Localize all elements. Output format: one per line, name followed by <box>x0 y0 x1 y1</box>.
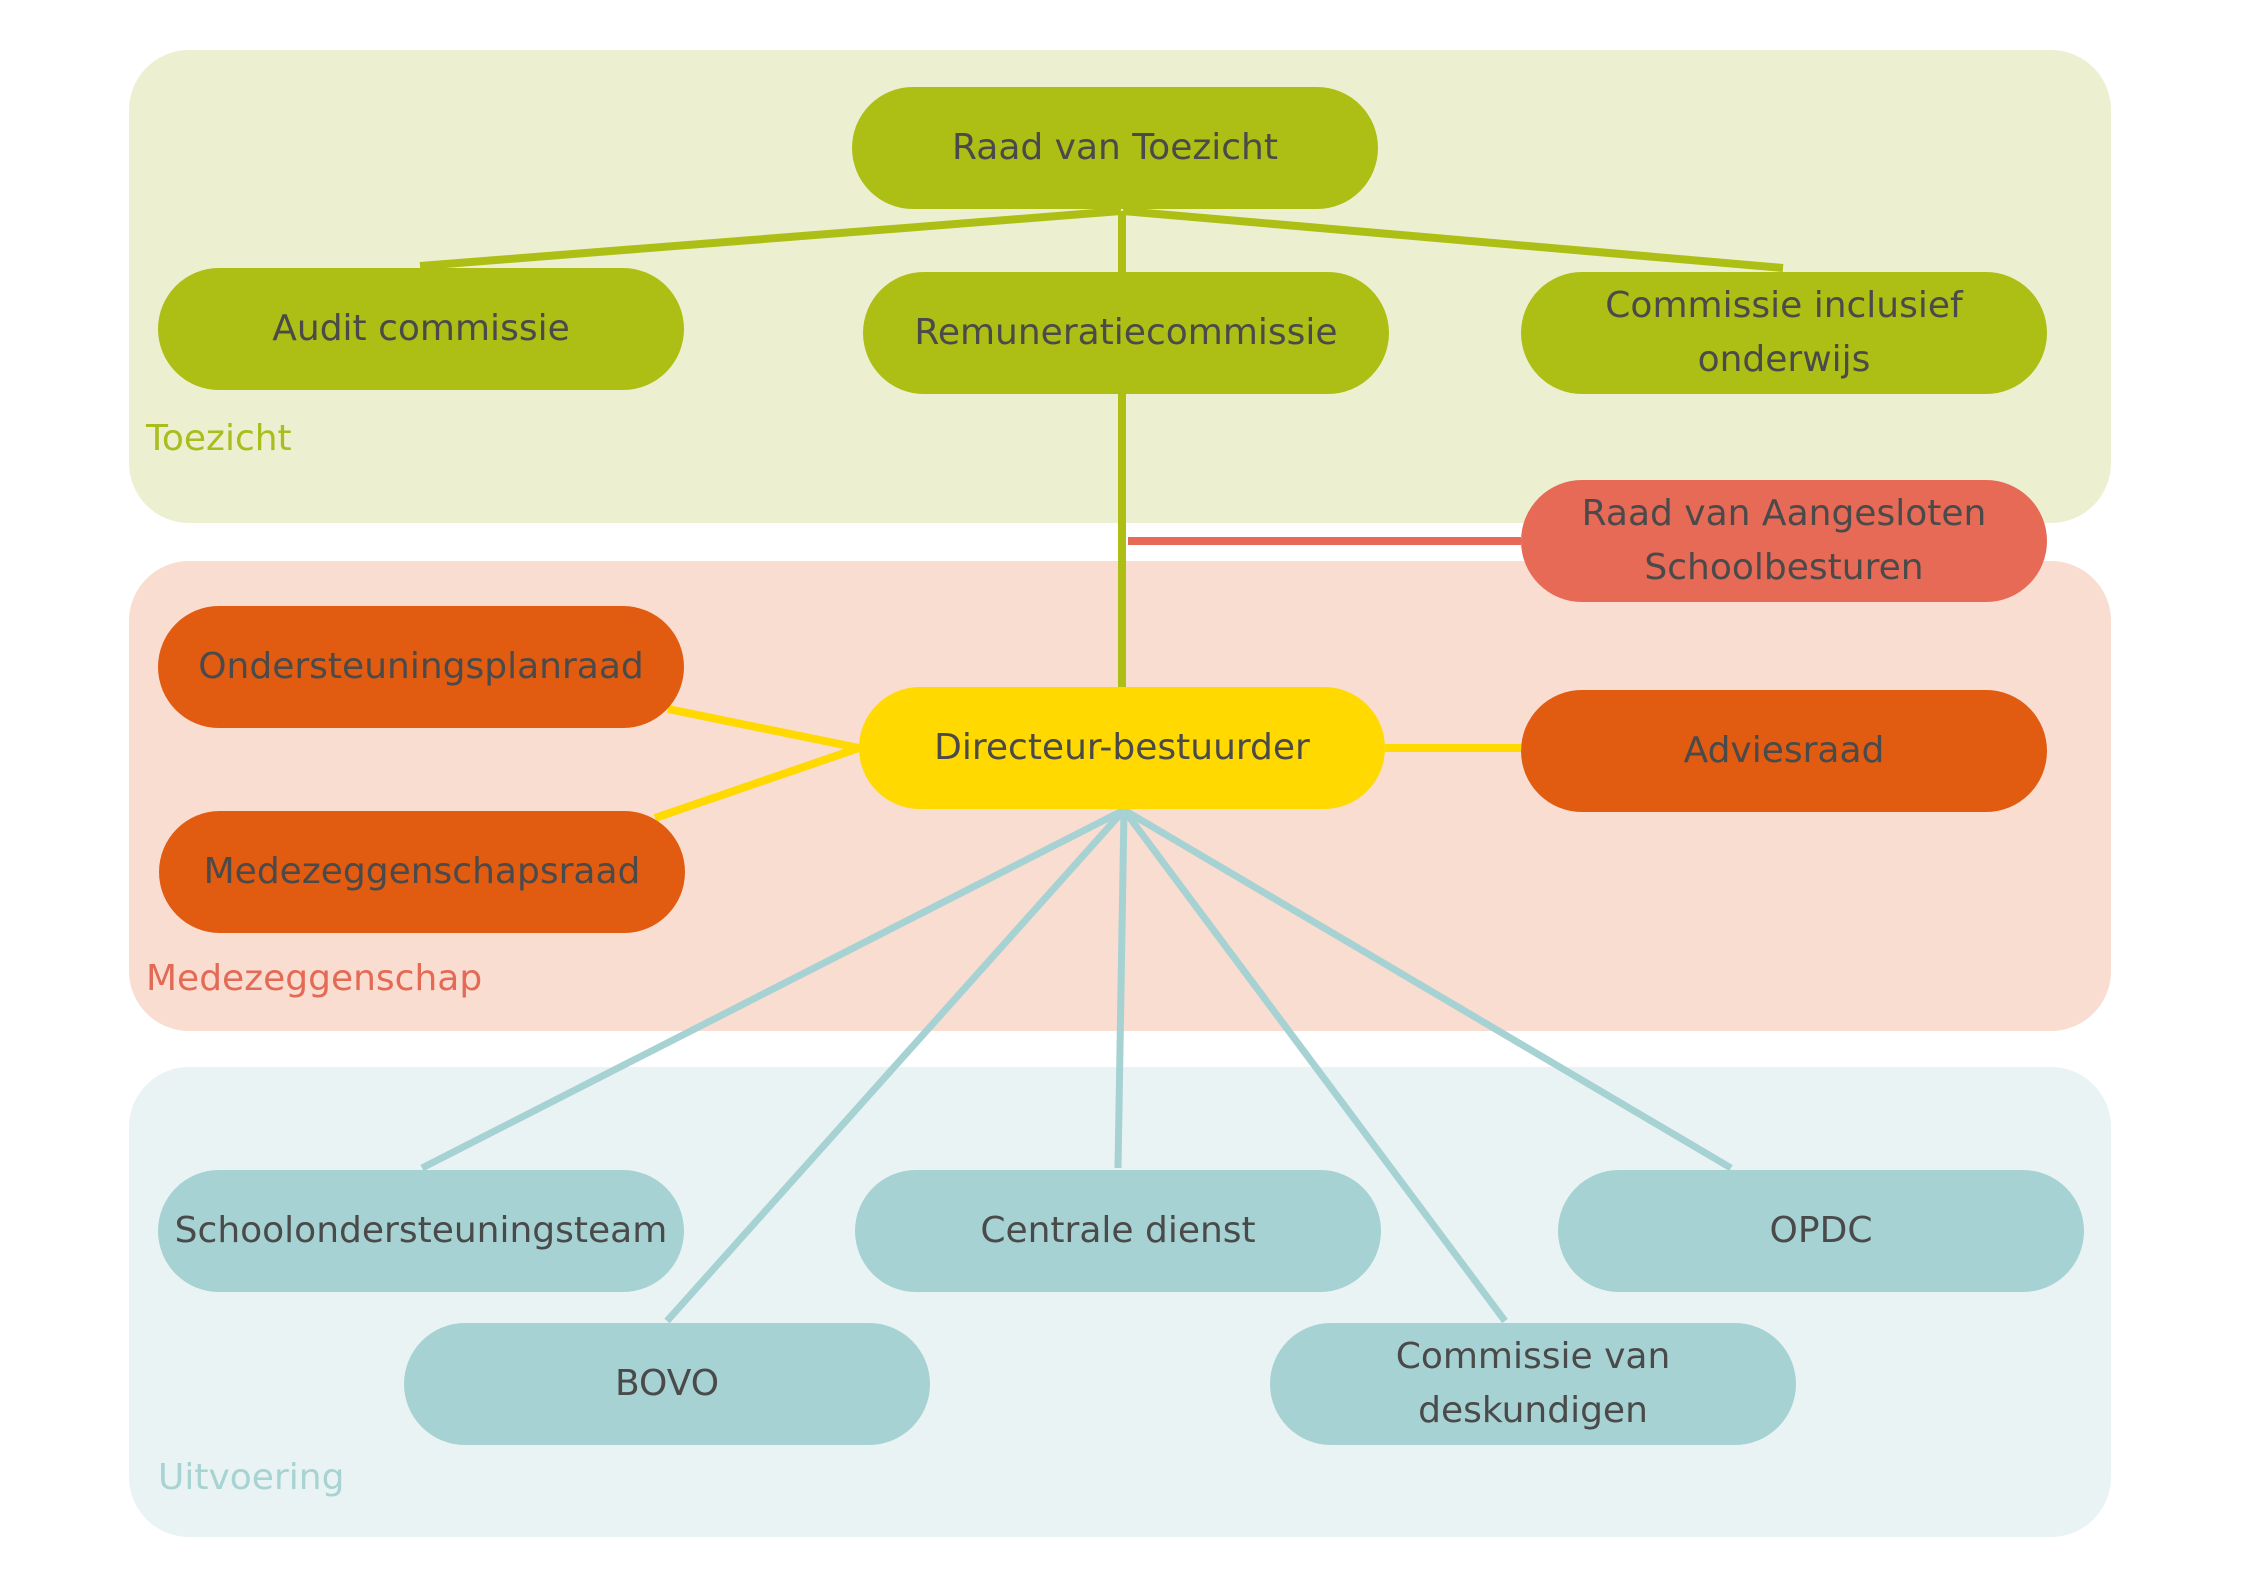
node-label: Audit commissie <box>272 308 570 349</box>
node-label-line-1: Commissie inclusief <box>1605 285 1963 326</box>
node-label: OPDC <box>1769 1210 1873 1251</box>
connector-directeur-schoolondersteuningsteam <box>420 806 1126 1172</box>
connector-directeur-deskundigen <box>1121 807 1508 1324</box>
node-label: Directeur-bestuurder <box>934 727 1310 768</box>
node-bovo[interactable]: BOVO <box>404 1323 930 1445</box>
node-label: Medezeggenschapsraad <box>203 851 641 892</box>
node-label: Remuneratiecommissie <box>914 312 1338 353</box>
node-label: Adviesraad <box>1683 730 1885 771</box>
node-label: Ondersteuningsplanraad <box>198 646 644 687</box>
node-label-line-2: deskundigen <box>1418 1390 1648 1431</box>
node-centrale-dienst[interactable]: Centrale dienst <box>855 1170 1381 1292</box>
node-label: BOVO <box>614 1363 720 1404</box>
connector-directeur-bovo <box>664 807 1127 1324</box>
node-audit-commissie[interactable]: Audit commissie <box>158 268 684 390</box>
node-label-line-1: Raad van Aangesloten <box>1581 493 1987 534</box>
connector-directeur-opdc <box>1122 806 1733 1172</box>
node-raad-van-toezicht[interactable]: Raad van Toezicht <box>852 87 1378 209</box>
node-label: Schoolondersteuningsteam <box>174 1210 668 1251</box>
connector-directeur-centrale-dienst <box>1114 809 1128 1169</box>
panel-label-uitvoering: Uitvoering <box>158 1457 345 1498</box>
node-label: Centrale dienst <box>980 1210 1256 1251</box>
node-commissie-inclusief-onderwijs[interactable]: Commissie inclusief onderwijs <box>1521 272 2047 394</box>
node-commissie-van-deskundigen[interactable]: Commissie van deskundigen <box>1270 1323 1796 1445</box>
connector-directeur-medezeggenschapsraad <box>653 744 861 822</box>
node-label: Raad van Toezicht <box>952 127 1278 168</box>
connector-directeur-ondersteuningsplanraad <box>667 705 860 752</box>
node-directeur-bestuurder[interactable]: Directeur-bestuurder <box>859 687 1385 809</box>
node-raad-van-aangesloten-schoolbesturen[interactable]: Raad van Aangesloten Schoolbesturen <box>1521 480 2047 602</box>
node-schoolondersteuningsteam[interactable]: Schoolondersteuningsteam <box>158 1170 684 1292</box>
connector-rvt-inclusief <box>1122 207 1784 272</box>
node-label-line-2: Schoolbesturen <box>1644 547 1924 588</box>
node-label-line-1: Commissie van <box>1395 1336 1671 1377</box>
node-ondersteuningsplanraad[interactable]: Ondersteuningsplanraad <box>158 606 684 728</box>
node-label-line-2: onderwijs <box>1697 339 1871 380</box>
node-medezeggenschapsraad[interactable]: Medezeggenschapsraad <box>159 811 685 933</box>
connector-rvt-audit <box>419 207 1122 270</box>
node-opdc[interactable]: OPDC <box>1558 1170 2084 1292</box>
panel-label-medezeggenschap: Medezeggenschap <box>146 958 483 999</box>
node-adviesraad[interactable]: Adviesraad <box>1521 690 2047 812</box>
panel-label-toezicht: Toezicht <box>146 418 292 459</box>
node-remuneratiecommissie[interactable]: Remuneratiecommissie <box>863 272 1389 394</box>
